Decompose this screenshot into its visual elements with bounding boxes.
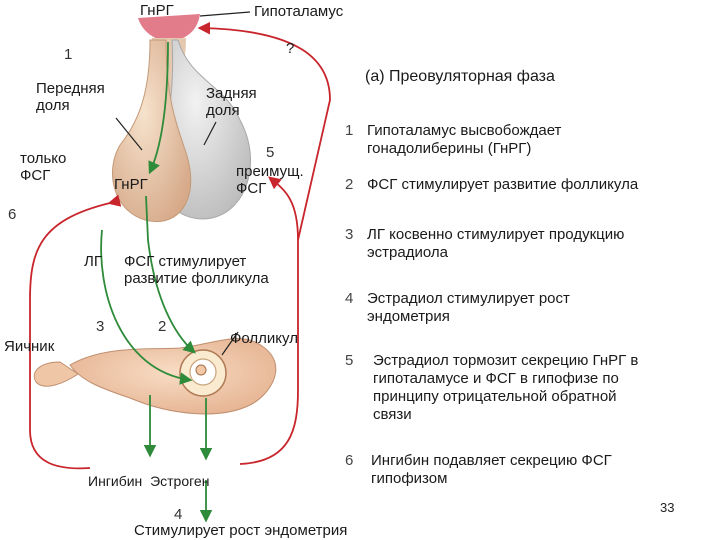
hypothalamus-pointer: [199, 11, 251, 17]
step-4-number: 4: [345, 290, 354, 307]
ovary-label: Яичник: [4, 338, 55, 355]
number-4-diagram: 4: [174, 506, 183, 523]
gnrg-arrow: [148, 41, 169, 175]
number-6-diagram: 6: [8, 206, 17, 223]
anterior-pointer: [115, 117, 143, 151]
only-fsh-label: только ФСГ: [20, 150, 67, 184]
oviduct-shape: [33, 361, 79, 387]
step-4-text: Эстрадиол стимулирует рост эндометрия: [367, 290, 570, 325]
hypothalamus-label: Гипоталамус: [254, 3, 344, 20]
step-1-number: 1: [345, 122, 354, 139]
posterior-lobe-label: Задняя доля: [206, 85, 257, 119]
question-mark: ?: [286, 40, 295, 57]
stimulates-endometrium-label: Стимулирует рост эндометрия: [134, 522, 348, 539]
feedback-loop-6: [29, 194, 122, 470]
mainly-fsh-label: преимущ. ФСГ: [236, 163, 304, 197]
hypothalamus-shape: [138, 14, 200, 40]
number-2-diagram: 2: [158, 318, 167, 335]
number-1-diagram: 1: [64, 46, 73, 63]
fsh-stimulates-label: ФСГ стимулирует развитие фолликула: [124, 253, 269, 287]
oocyte: [195, 364, 207, 376]
anterior-lobe-shape: [112, 39, 192, 222]
panel-title: (а) Преовуляторная фаза: [365, 68, 555, 85]
lh-label: ЛГ: [84, 253, 102, 270]
follicle-pointer: [221, 331, 239, 356]
number-3-diagram: 3: [96, 318, 105, 335]
gnrg-mid-label: ГнРГ: [114, 176, 148, 193]
feedback-to-hypothalamus: [197, 21, 331, 241]
step-2-text: ФСГ стимулирует развитие фолликула: [367, 176, 639, 193]
step-5-number: 5: [345, 352, 354, 369]
step-5-text: Эстрадиол тормозит секрецию ГнРГ в гипот…: [373, 352, 639, 423]
step-1-text: Гипоталамус высвобождает гонадолиберины …: [367, 122, 562, 157]
step-3-text: ЛГ косвенно стимулирует продукцию эстрад…: [367, 226, 625, 261]
follicle-label: Фолликул: [230, 330, 298, 347]
step-6-number: 6: [345, 452, 354, 469]
step-3-number: 3: [345, 226, 354, 243]
posterior-pointer: [203, 121, 217, 146]
feedback-loop-5: [239, 176, 299, 465]
number-5-diagram: 5: [266, 144, 275, 161]
anterior-lobe-label: Передняя доля: [36, 80, 105, 114]
gnrg-top-label: ГнРГ: [140, 2, 174, 19]
fsh-arrow: [145, 195, 196, 354]
step-2-number: 2: [345, 176, 354, 193]
page-number: 33: [660, 500, 675, 515]
step-6-text: Ингибин подавляет секрецию ФСГ гипофизом: [371, 452, 612, 487]
lh-arrow: [100, 229, 193, 385]
inhibin-estrogen-label: Ингибин Эстроген: [88, 473, 210, 489]
